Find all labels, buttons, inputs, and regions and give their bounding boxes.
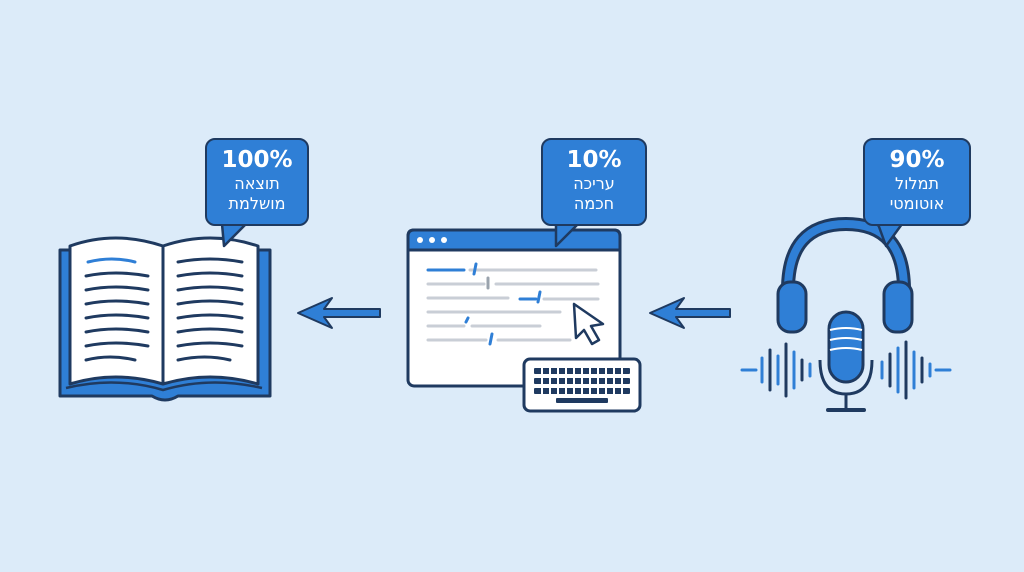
stage-label-line1: עריכה (573, 174, 615, 193)
sound-wave-icon (740, 340, 952, 400)
stage-label-line2: חכמה (573, 194, 615, 213)
callout-smart-edit: 10% עריכה חכמה (541, 138, 647, 226)
stage-label-line2: מושלמת (228, 194, 286, 213)
percent-label: 100% (221, 147, 293, 173)
callout-result: 100% תוצאה מושלמת (205, 138, 309, 226)
stage-label-line1: תמלול (895, 174, 939, 193)
text-editor-window-icon (406, 228, 622, 388)
arrow-left-icon (297, 297, 381, 329)
stage-label-line2: אוטומטי (889, 194, 945, 213)
open-book-icon (58, 236, 272, 402)
arrow-left-icon (649, 297, 731, 329)
percent-label: 10% (566, 147, 622, 173)
stage-label-line1: תוצאה (234, 174, 280, 193)
keyboard-icon (522, 357, 642, 413)
callout-auto-transcription: 90% תמלול אוטומטי (863, 138, 971, 226)
percent-label: 90% (889, 147, 945, 173)
headphones-microphone-icon (776, 216, 914, 412)
